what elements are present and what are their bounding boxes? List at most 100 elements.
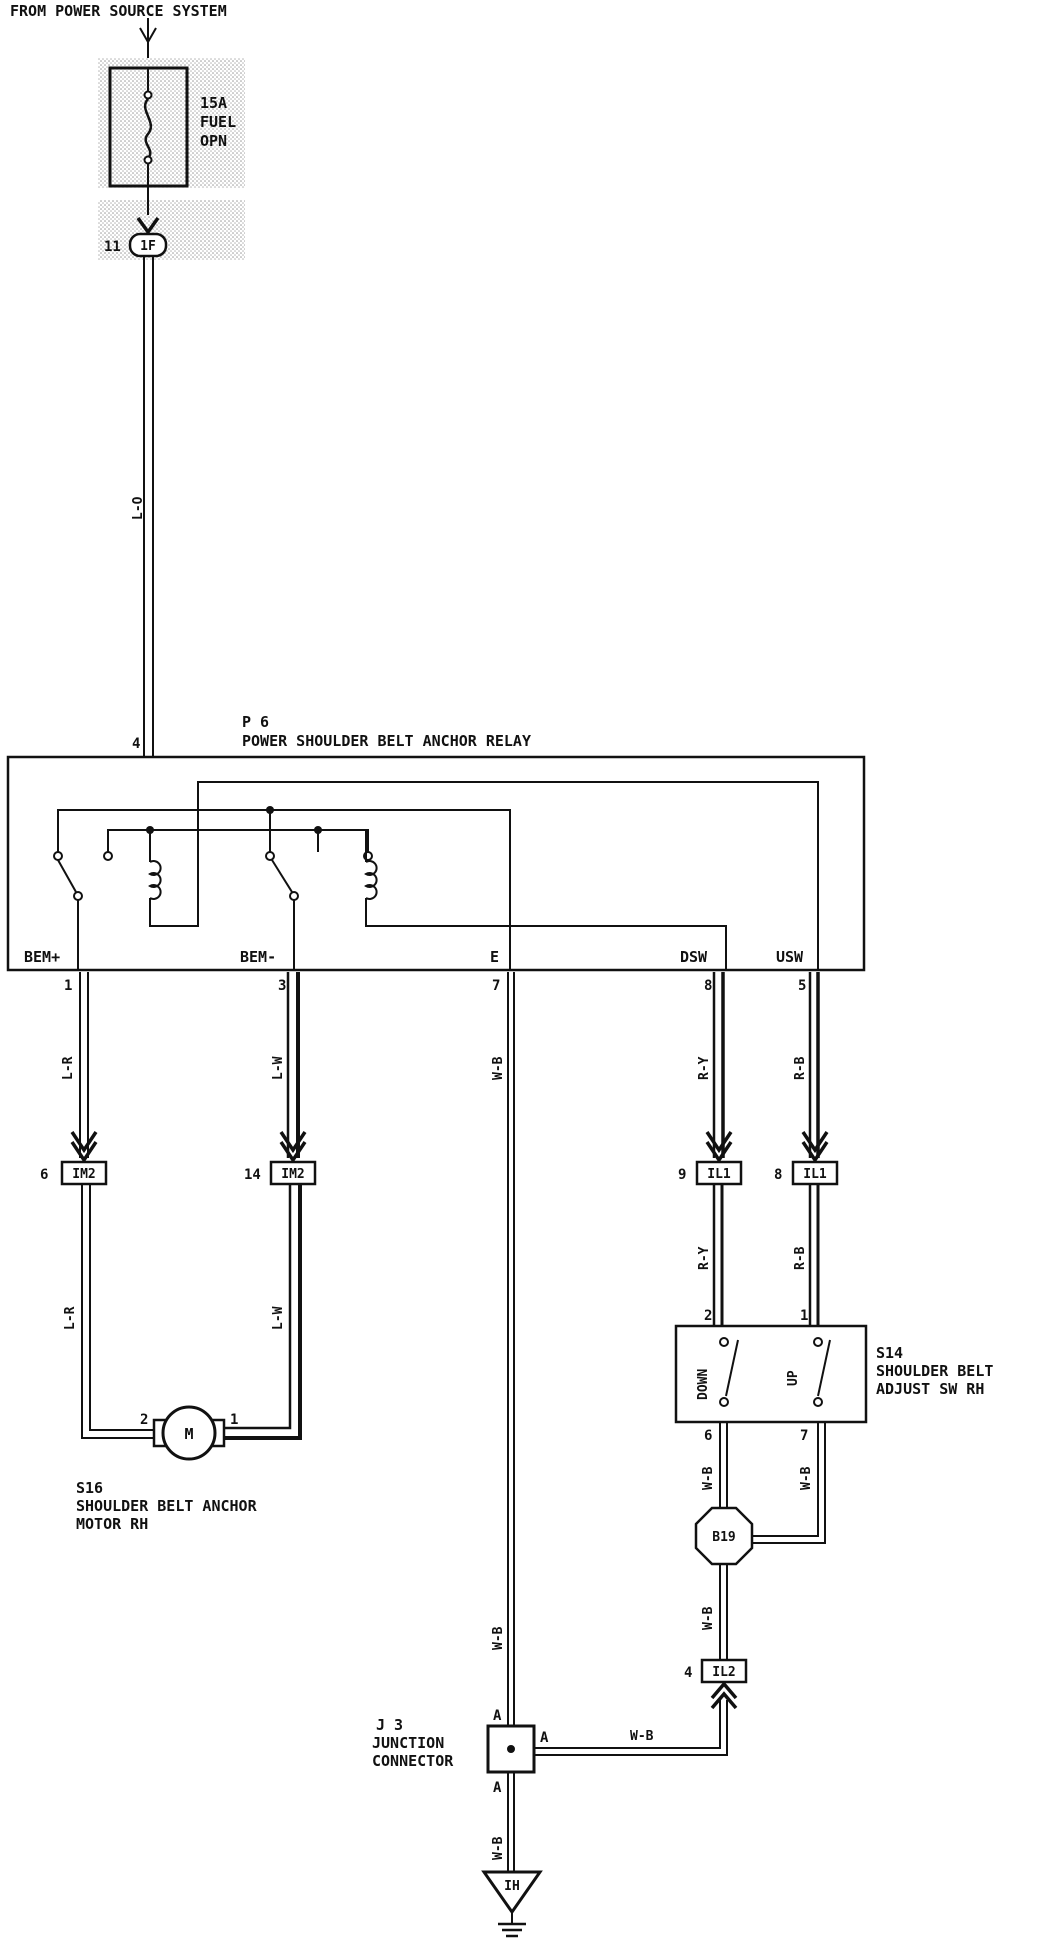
connector-il2-pin: 4 <box>684 1665 692 1681</box>
relay-terminal-bem-minus: BEM- <box>240 948 276 966</box>
ground-icon <box>498 1912 526 1938</box>
switch-name-line1: SHOULDER BELT <box>876 1362 993 1380</box>
splice-b19-code: B19 <box>712 1530 735 1545</box>
junction-block-shading-lower <box>98 200 245 260</box>
connector-il1-left-pin: 9 <box>678 1167 686 1183</box>
ground-triangle <box>481 1870 543 1915</box>
wire-color-bem-minus: L-W <box>271 1056 286 1080</box>
connector-1f-code: 1F <box>140 239 156 254</box>
relay-pin-usw: 5 <box>798 978 806 994</box>
wire-color-supply: L-O <box>131 496 146 520</box>
junction-id: J 3 <box>376 1716 403 1734</box>
motor-symbol <box>152 1405 226 1461</box>
connector-im2-right-pin: 14 <box>244 1167 261 1183</box>
switch-pin-bottom-left: 6 <box>704 1428 712 1444</box>
junction-block-shading <box>98 58 245 188</box>
connector-1f-pin: 11 <box>104 239 121 255</box>
relay-terminal-bem-plus: BEM+ <box>24 948 60 966</box>
motor-pin-right: 1 <box>230 1412 238 1428</box>
wire-color-switch-out-left: W-B <box>701 1466 716 1490</box>
switch-id: S14 <box>876 1344 903 1362</box>
relay-top-pin: 4 <box>132 736 140 752</box>
junction-pin-right: A <box>540 1730 549 1746</box>
switch-pin-top-right: 1 <box>800 1308 808 1324</box>
junction-name-line1: JUNCTION <box>372 1734 444 1752</box>
wire-color-motor-left: L-R <box>63 1306 78 1330</box>
wire-color-il2-to-junction: W-B <box>630 1729 654 1744</box>
relay-pin-bem-plus: 1 <box>64 978 72 994</box>
junction-connector <box>486 1724 536 1774</box>
relay-pin-e: 7 <box>492 978 500 994</box>
wire-color-switch-down-in: R-Y <box>697 1246 712 1270</box>
relay-name: POWER SHOULDER BELT ANCHOR RELAY <box>242 732 531 750</box>
wire-color-ground: W-B <box>491 1056 506 1080</box>
relay-pin-bem-minus: 3 <box>278 978 286 994</box>
motor-name-line1: SHOULDER BELT ANCHOR <box>76 1497 258 1515</box>
wire-color-splice-to-il2: W-B <box>701 1606 716 1630</box>
connector-il1-right-pin: 8 <box>774 1167 782 1183</box>
relay-internals <box>53 781 819 970</box>
wire-supply <box>143 256 154 757</box>
junction-name-line2: CONNECTOR <box>372 1752 454 1770</box>
switch-box <box>674 1324 868 1424</box>
junction-pin-top: A <box>493 1708 502 1724</box>
switch-contacts <box>719 1337 831 1407</box>
wire-switch-down-in <box>712 1184 724 1332</box>
connector-il1-left <box>695 1160 743 1186</box>
switch-down-label: DOWN <box>696 1369 711 1400</box>
splice-b19 <box>694 1506 754 1566</box>
wire-motor-right <box>222 1184 302 1440</box>
switch-name-line2: ADJUST SW RH <box>876 1380 984 1398</box>
motor-pin-left: 2 <box>140 1412 148 1428</box>
wire-junction-to-ground <box>507 1772 515 1872</box>
switch-up-label: UP <box>786 1370 801 1386</box>
wire-ground <box>507 972 515 1742</box>
wire-switch-up-in <box>808 1184 820 1332</box>
relay-terminal-dsw: DSW <box>680 948 708 966</box>
wire-motor-left <box>81 1184 154 1439</box>
wire-color-motor-right: L-W <box>271 1306 286 1330</box>
connector-il2-code: IL2 <box>712 1665 735 1680</box>
wire-usw <box>801 972 829 1164</box>
connector-il1-left-code: IL1 <box>707 1167 731 1182</box>
connector-1f <box>128 232 168 258</box>
ground-code: IH <box>504 1879 520 1894</box>
junction-node <box>507 1745 515 1753</box>
connector-il2-arrow-icon <box>710 1681 738 1710</box>
relay-id: P 6 <box>242 713 269 731</box>
relay-terminal-usw: USW <box>776 948 804 966</box>
connector-im2-left <box>60 1160 108 1186</box>
relay-terminal-e: E <box>490 948 499 966</box>
wire-color-bem-plus: L-R <box>61 1056 76 1080</box>
fuse-name-line1: FUEL <box>200 113 236 131</box>
junction-pin-bottom: A <box>493 1780 502 1796</box>
fuse-name-line2: OPN <box>200 132 227 150</box>
connector-im2-right <box>269 1160 317 1186</box>
fuse-symbol <box>108 66 189 215</box>
power-source-label: FROM POWER SOURCE SYSTEM <box>10 2 227 20</box>
wire-switch-out-right <box>752 1422 826 1544</box>
connector-il1-right-code: IL1 <box>803 1167 827 1182</box>
wire-bem-plus <box>70 972 98 1164</box>
connector-im2-right-code: IM2 <box>281 1167 304 1182</box>
relay-pin-dsw: 8 <box>704 978 712 994</box>
fuse-rating: 15A <box>200 94 227 112</box>
motor-symbol-letter: M <box>184 1425 193 1443</box>
wire-color-switch-out-right: W-B <box>799 1466 814 1490</box>
wire-splice-to-il2 <box>719 1564 728 1660</box>
wire-dsw <box>705 972 733 1164</box>
wire-color-dsw: R-Y <box>697 1056 712 1080</box>
wire-color-ground-lower: W-B <box>491 1626 506 1650</box>
wire-color-usw: R-B <box>793 1056 808 1080</box>
wire-color-junction-to-ground: W-B <box>491 1836 506 1860</box>
wire-color-switch-up-in: R-B <box>793 1246 808 1270</box>
relay-box <box>6 755 866 972</box>
motor-name-line2: MOTOR RH <box>76 1515 148 1533</box>
switch-pin-bottom-right: 7 <box>800 1428 808 1444</box>
switch-pin-top-left: 2 <box>704 1308 712 1324</box>
wire-bem-minus <box>279 972 307 1164</box>
connector-il1-right <box>791 1160 839 1186</box>
motor-id: S16 <box>76 1479 103 1497</box>
connector-im2-left-code: IM2 <box>72 1167 95 1182</box>
